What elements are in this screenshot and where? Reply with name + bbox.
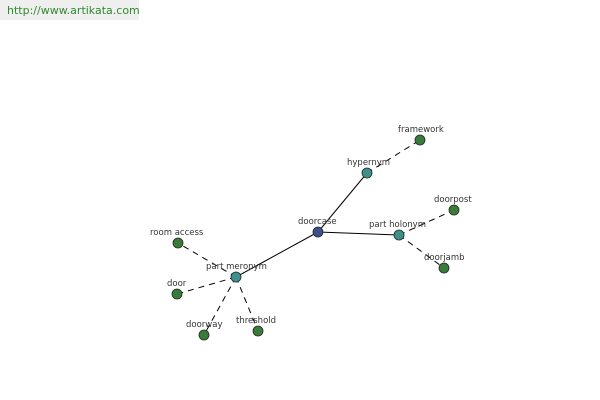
node-marker-threshold[interactable] — [252, 325, 264, 337]
node-marker-framework[interactable] — [414, 134, 426, 146]
node-part-meronym[interactable]: part meronym — [206, 262, 267, 283]
node-label-doorway[interactable]: doorway — [186, 320, 222, 330]
node-doorjamb[interactable]: doorjamb — [424, 253, 465, 274]
edges-layer — [176, 139, 455, 336]
node-doorway[interactable]: doorway — [186, 320, 222, 341]
edge-doorcase-to-hypernym — [317, 172, 368, 233]
node-framework[interactable]: framework — [398, 125, 444, 146]
site-url-link[interactable]: http://www.artikata.com — [7, 4, 140, 17]
node-label-part-holonym[interactable]: part holonym — [369, 220, 426, 230]
edge-part-meronym-to-room-access — [177, 242, 237, 278]
edge-doorcase-to-part-meronym — [235, 231, 319, 278]
edge-hypernym-to-framework — [366, 139, 421, 174]
node-part-holonym[interactable]: part holonym — [369, 220, 426, 241]
edge-part-meronym-to-doorway — [203, 276, 237, 336]
node-label-hypernym[interactable]: hypernym — [347, 158, 390, 168]
node-label-room-access[interactable]: room access — [150, 228, 204, 238]
node-marker-doorpost[interactable] — [448, 204, 460, 216]
node-threshold[interactable]: threshold — [236, 316, 276, 337]
node-hypernym[interactable]: hypernym — [347, 158, 390, 179]
node-doorcase[interactable]: doorcase — [298, 217, 337, 238]
node-marker-hypernym[interactable] — [361, 167, 373, 179]
node-marker-doorjamb[interactable] — [438, 262, 450, 274]
node-marker-part-holonym[interactable] — [393, 229, 405, 241]
node-label-part-meronym[interactable]: part meronym — [206, 262, 267, 272]
node-doorpost[interactable]: doorpost — [434, 195, 472, 216]
node-marker-doorcase[interactable] — [312, 226, 324, 238]
edge-doorcase-to-part-holonym — [317, 231, 400, 236]
node-label-doorcase[interactable]: doorcase — [298, 217, 337, 227]
edge-part-holonym-to-doorjamb — [398, 234, 445, 269]
nodes-layer: doorcase hypernym part holonym part meronym… — [150, 125, 472, 341]
url-bar: http://www.artikata.com — [0, 0, 140, 20]
node-marker-door[interactable] — [171, 288, 183, 300]
node-marker-doorway[interactable] — [198, 329, 210, 341]
node-room-access[interactable]: room access — [150, 228, 204, 249]
node-label-doorjamb[interactable]: doorjamb — [424, 253, 465, 263]
node-marker-room-access[interactable] — [172, 237, 184, 249]
edge-part-meronym-to-threshold — [235, 276, 259, 332]
node-label-door[interactable]: door — [167, 279, 187, 289]
node-label-framework[interactable]: framework — [398, 125, 444, 135]
node-door[interactable]: door — [167, 279, 187, 300]
node-label-doorpost[interactable]: doorpost — [434, 195, 472, 205]
node-label-threshold[interactable]: threshold — [236, 316, 276, 326]
node-marker-part-meronym[interactable] — [230, 271, 242, 283]
